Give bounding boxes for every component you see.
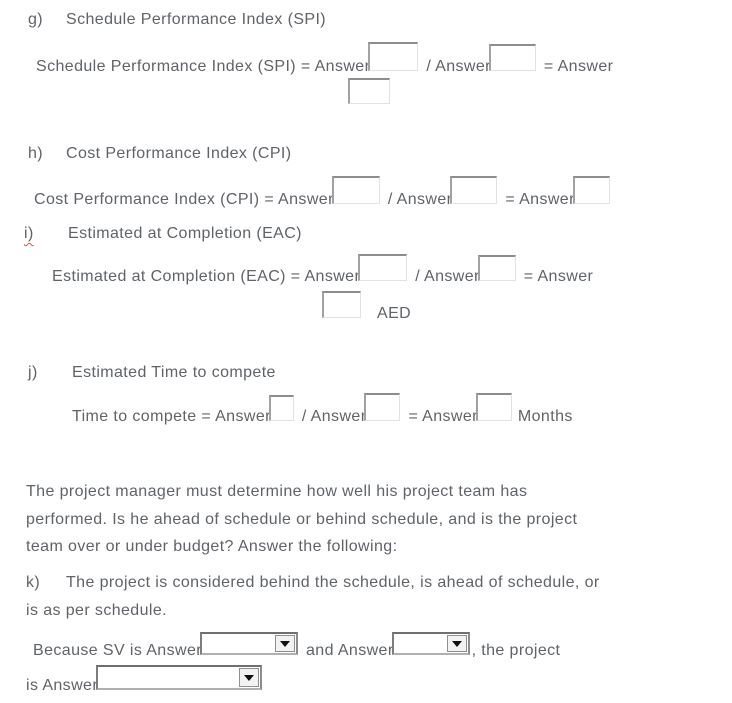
- answer-input[interactable]: [450, 176, 498, 204]
- answer-dropdown[interactable]: [199, 632, 298, 655]
- question-letter: h): [28, 145, 44, 162]
- question-i-formula: Estimated at Completion (EAC) = Answer / …: [52, 254, 593, 286]
- answer-input[interactable]: [358, 254, 408, 281]
- formula-text: Estimated at Completion (EAC) = Answer: [52, 268, 361, 285]
- dropdown-arrow-button[interactable]: [274, 635, 295, 652]
- answer-input[interactable]: [368, 42, 419, 71]
- answer-input[interactable]: [488, 44, 536, 71]
- chevron-down-icon: [451, 640, 462, 647]
- formula-text: / Answer: [387, 191, 453, 208]
- formula-text: = Answer: [408, 408, 478, 425]
- question-g-formula: Schedule Performance Index (SPI) = Answe…: [36, 42, 613, 76]
- question-title: Cost Performance Index (CPI): [66, 145, 292, 162]
- chevron-down-icon: [279, 640, 290, 647]
- question-title-line2: is as per schedule.: [26, 601, 168, 619]
- answer-dropdown[interactable]: [96, 665, 263, 690]
- question-j-formula: Time to compete = Answer / Answer = Answer…: [72, 393, 573, 426]
- question-title: Estimated Time to compete: [72, 364, 276, 381]
- question-letter: j): [28, 364, 38, 381]
- question-i-heading: i) Estimated at Completion (EAC): [24, 225, 302, 243]
- spellcheck-underline: i): [24, 225, 34, 242]
- conclusion-text: Because SV is Answer: [33, 642, 202, 659]
- paragraph-line: team over or under budget? Answer the fo…: [26, 538, 398, 555]
- answer-dropdown[interactable]: [391, 632, 470, 655]
- question-title: Schedule Performance Index (SPI): [66, 11, 327, 28]
- conclusion-text: , the project: [471, 642, 561, 659]
- paragraph-line: performed. Is he ahead of schedule or be…: [26, 510, 578, 528]
- question-g-heading: g) Schedule Performance Index (SPI): [28, 11, 326, 29]
- formula-text: = Answer: [543, 58, 614, 75]
- paragraph-line: The project manager must determine how w…: [26, 483, 528, 500]
- dropdown-arrow-button[interactable]: [446, 635, 467, 652]
- question-letter: i): [24, 225, 68, 243]
- formula-text: / Answer: [415, 268, 480, 285]
- answer-input[interactable]: [348, 78, 390, 104]
- formula-text: = Answer: [523, 268, 594, 285]
- formula-text: / Answer: [426, 58, 491, 75]
- formula-text: Time to compete = Answer: [72, 408, 271, 425]
- formula-text: = Answer: [505, 191, 575, 208]
- question-letter: k): [26, 574, 41, 591]
- formula-text: / Answer: [301, 408, 367, 425]
- chevron-down-icon: [244, 674, 255, 681]
- question-letter: g): [28, 11, 44, 28]
- answer-input[interactable]: [331, 176, 380, 204]
- answer-input[interactable]: [477, 255, 516, 281]
- unit-label: Months: [517, 408, 573, 425]
- instruction-paragraph: The project manager must determine how w…: [26, 478, 577, 561]
- question-g-result: [348, 78, 396, 109]
- conclusion-line-2: is Answer: [26, 665, 264, 695]
- conclusion-line-1: Because SV is Answer and Answer , the proj…: [33, 632, 560, 660]
- formula-text: Cost Performance Index (CPI) = Answer: [34, 191, 334, 208]
- answer-input[interactable]: [322, 291, 361, 318]
- answer-input[interactable]: [475, 393, 512, 421]
- conclusion-text: is Answer: [26, 677, 99, 694]
- dropdown-arrow-button[interactable]: [239, 668, 260, 687]
- question-h-heading: h) Cost Performance Index (CPI): [28, 145, 292, 163]
- question-j-heading: j) Estimated Time to compete: [28, 364, 276, 382]
- conclusion-text: and Answer: [305, 642, 394, 659]
- answer-input[interactable]: [364, 393, 401, 421]
- formula-text: Schedule Performance Index (SPI) = Answe…: [36, 58, 371, 75]
- question-i-result: AED: [322, 291, 411, 323]
- question-title: Estimated at Completion (EAC): [68, 225, 302, 242]
- question-k-heading: k) The project is considered behind the s…: [26, 569, 600, 624]
- question-h-formula: Cost Performance Index (CPI) = Answer / A…: [34, 176, 610, 209]
- question-title: The project is considered behind the sch…: [66, 574, 600, 591]
- unit-label: AED: [377, 305, 412, 322]
- answer-input[interactable]: [572, 176, 610, 204]
- answer-input[interactable]: [268, 395, 294, 421]
